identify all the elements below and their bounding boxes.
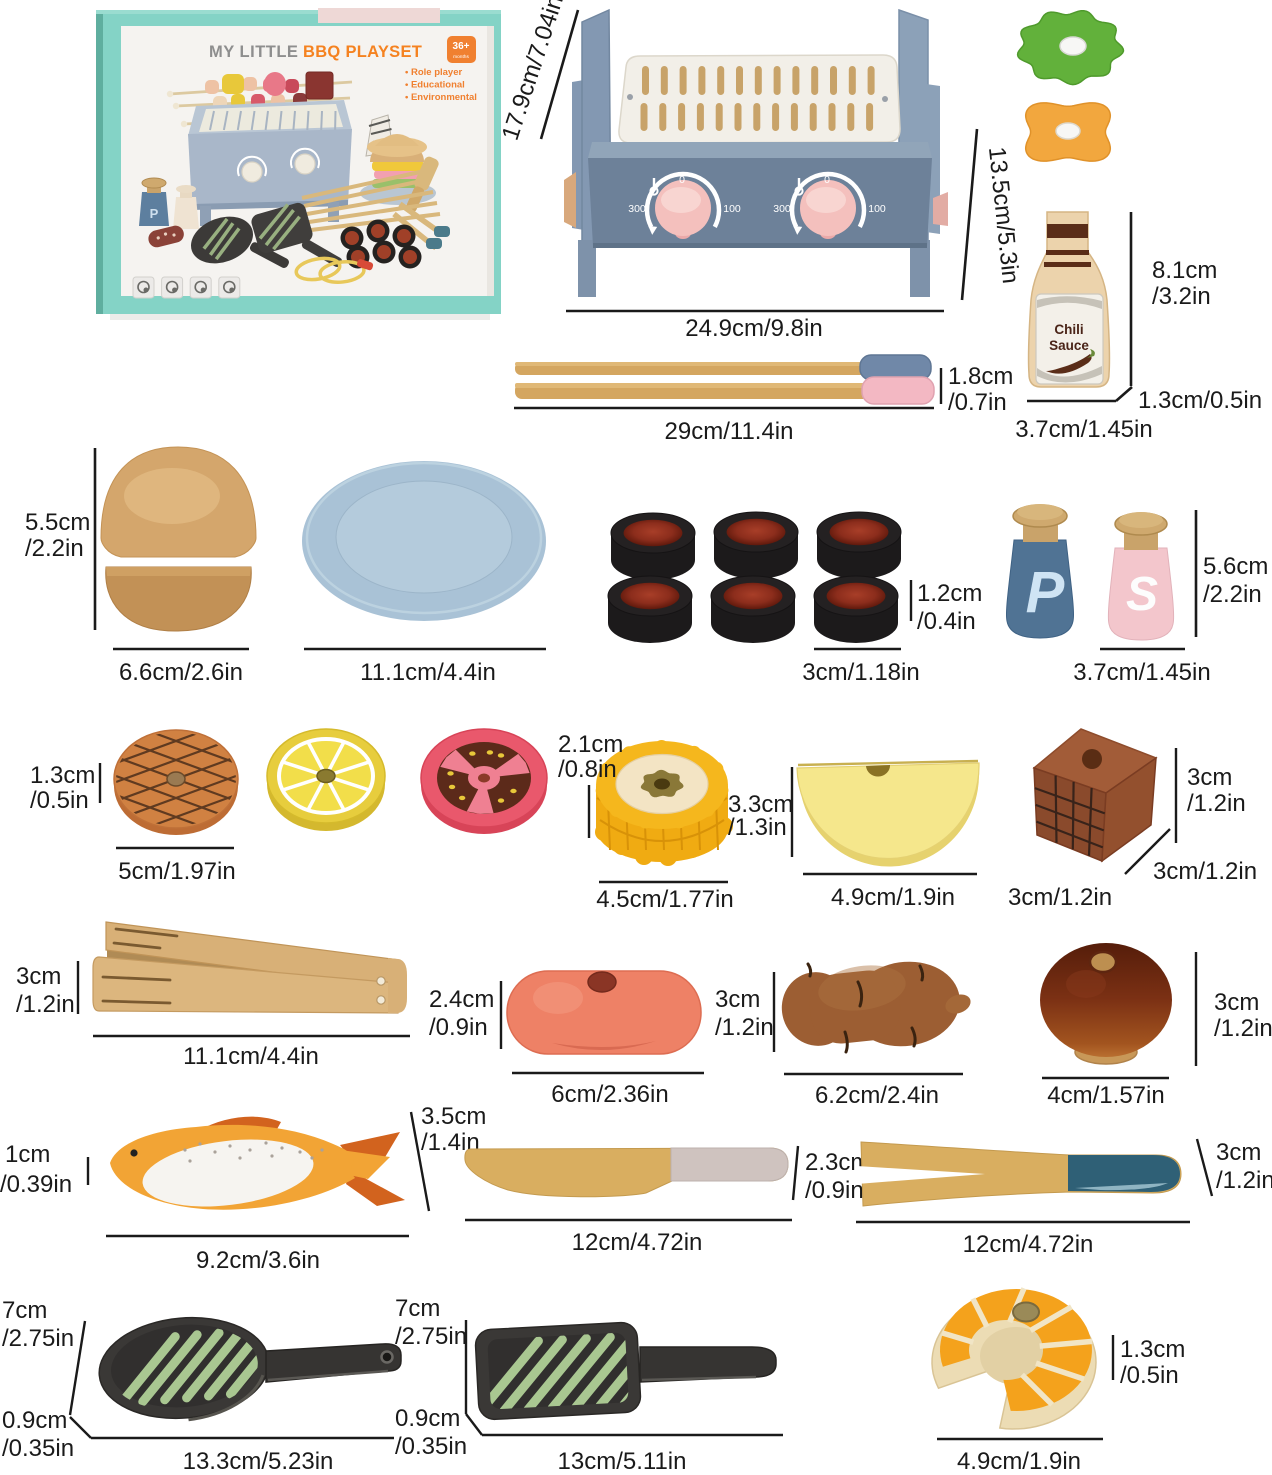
svg-text:/1.2in: /1.2in xyxy=(1187,790,1246,817)
svg-text:/0.8in: /0.8in xyxy=(558,756,617,783)
svg-text:12cm/4.72in: 12cm/4.72in xyxy=(572,1229,703,1256)
svg-text:24.9cm/9.8in: 24.9cm/9.8in xyxy=(685,315,822,342)
svg-text:2.1cm: 2.1cm xyxy=(558,731,623,758)
svg-text:P: P xyxy=(1026,560,1065,625)
svg-text:• Educational: • Educational xyxy=(405,80,465,91)
svg-text:3cm/1.18in: 3cm/1.18in xyxy=(802,659,919,686)
svg-text:4cm/1.57in: 4cm/1.57in xyxy=(1047,1082,1164,1109)
svg-text:7cm: 7cm xyxy=(2,1297,47,1324)
svg-text:S: S xyxy=(1126,568,1158,621)
svg-text:/1.2in: /1.2in xyxy=(1214,1015,1272,1042)
svg-text:3cm/1.2in: 3cm/1.2in xyxy=(1008,884,1112,911)
svg-text:P: P xyxy=(150,206,159,221)
svg-text:11.1cm/4.4in: 11.1cm/4.4in xyxy=(183,1043,319,1070)
svg-text:1.3cm/0.5in: 1.3cm/0.5in xyxy=(1138,387,1262,414)
svg-text:/2.2in: /2.2in xyxy=(25,535,84,562)
svg-text:• Role player: • Role player xyxy=(405,67,462,78)
svg-text:3cm: 3cm xyxy=(1216,1139,1261,1166)
svg-text:2.4cm: 2.4cm xyxy=(429,986,494,1013)
svg-text:13.3cm/5.23in: 13.3cm/5.23in xyxy=(183,1448,334,1475)
svg-text:11.1cm/4.4in: 11.1cm/4.4in xyxy=(360,659,496,686)
svg-text:/1.3in: /1.3in xyxy=(728,814,787,841)
svg-text:29cm/11.4in: 29cm/11.4in xyxy=(665,418,794,445)
svg-text:3.3cm: 3.3cm xyxy=(728,791,793,818)
svg-text:5cm/1.97in: 5cm/1.97in xyxy=(118,858,235,885)
svg-text:/0.9in: /0.9in xyxy=(429,1014,488,1041)
svg-text:300: 300 xyxy=(773,203,791,215)
svg-text:0: 0 xyxy=(824,174,830,186)
svg-text:/0.5in: /0.5in xyxy=(30,787,89,814)
svg-text:4.9cm/1.9in: 4.9cm/1.9in xyxy=(831,884,955,911)
svg-text:3cm: 3cm xyxy=(1214,989,1259,1016)
svg-text:0.9cm: 0.9cm xyxy=(2,1407,67,1434)
svg-text:Chili: Chili xyxy=(1054,322,1083,337)
svg-text:7cm: 7cm xyxy=(395,1295,440,1322)
svg-text:/2.75in: /2.75in xyxy=(2,1325,74,1352)
svg-text:300: 300 xyxy=(628,203,646,215)
svg-text:100: 100 xyxy=(723,203,741,215)
svg-text:3.7cm/1.45in: 3.7cm/1.45in xyxy=(1015,416,1152,443)
svg-text:5.5cm: 5.5cm xyxy=(25,509,90,536)
svg-text:0.9cm: 0.9cm xyxy=(395,1405,460,1432)
svg-text:BBQ PLAYSET: BBQ PLAYSET xyxy=(303,43,422,61)
svg-text:6cm/2.36in: 6cm/2.36in xyxy=(551,1081,668,1108)
svg-text:3.5cm: 3.5cm xyxy=(421,1103,486,1130)
svg-text:6.2cm/2.4in: 6.2cm/2.4in xyxy=(815,1082,939,1109)
svg-text:/1.2in: /1.2in xyxy=(1216,1167,1272,1194)
svg-text:/0.7in: /0.7in xyxy=(948,389,1007,416)
svg-text:/0.4in: /0.4in xyxy=(917,608,976,635)
svg-text:/0.5in: /0.5in xyxy=(1120,1362,1179,1389)
svg-text:3.7cm/1.45in: 3.7cm/1.45in xyxy=(1073,659,1210,686)
svg-text:/2.2in: /2.2in xyxy=(1203,581,1262,608)
svg-text:1.2cm: 1.2cm xyxy=(917,580,982,607)
svg-text:36+: 36+ xyxy=(453,41,470,52)
svg-text:1.8cm: 1.8cm xyxy=(948,363,1013,390)
svg-text:months: months xyxy=(453,54,469,60)
svg-text:8.1cm: 8.1cm xyxy=(1152,257,1217,284)
svg-text:3cm: 3cm xyxy=(715,986,760,1013)
svg-text:0: 0 xyxy=(679,174,685,186)
svg-text:/3.2in: /3.2in xyxy=(1152,283,1211,310)
svg-text:/0.9in: /0.9in xyxy=(805,1177,864,1204)
svg-text:/1.2in: /1.2in xyxy=(16,991,75,1018)
svg-text:9.2cm/3.6in: 9.2cm/3.6in xyxy=(196,1247,320,1274)
svg-text:/0.39in: /0.39in xyxy=(0,1171,72,1198)
svg-text:/0.35in: /0.35in xyxy=(2,1435,74,1462)
svg-text:5.6cm: 5.6cm xyxy=(1203,553,1268,580)
svg-text:3cm: 3cm xyxy=(1187,764,1232,791)
svg-text:MY LITTLE: MY LITTLE xyxy=(209,43,298,61)
svg-text:4.5cm/1.77in: 4.5cm/1.77in xyxy=(596,886,733,913)
svg-text:• Environmental: • Environmental xyxy=(405,92,477,103)
svg-text:1.3cm: 1.3cm xyxy=(1120,1336,1185,1363)
svg-text:Sauce: Sauce xyxy=(1049,338,1089,353)
svg-text:3cm/1.2in: 3cm/1.2in xyxy=(1153,858,1257,885)
svg-text:/0.35in: /0.35in xyxy=(395,1433,467,1460)
svg-text:13cm/5.11in: 13cm/5.11in xyxy=(558,1448,687,1475)
svg-text:100: 100 xyxy=(868,203,886,215)
svg-text:1.3cm: 1.3cm xyxy=(30,762,95,789)
svg-text:/1.2in: /1.2in xyxy=(715,1014,774,1041)
svg-text:12cm/4.72in: 12cm/4.72in xyxy=(963,1231,1094,1258)
svg-text:/2.75in: /2.75in xyxy=(395,1323,467,1350)
svg-text:3cm: 3cm xyxy=(16,963,61,990)
svg-text:4.9cm/1.9in: 4.9cm/1.9in xyxy=(957,1448,1081,1475)
svg-text:1cm: 1cm xyxy=(5,1141,50,1168)
svg-text:6.6cm/2.6in: 6.6cm/2.6in xyxy=(119,659,243,686)
